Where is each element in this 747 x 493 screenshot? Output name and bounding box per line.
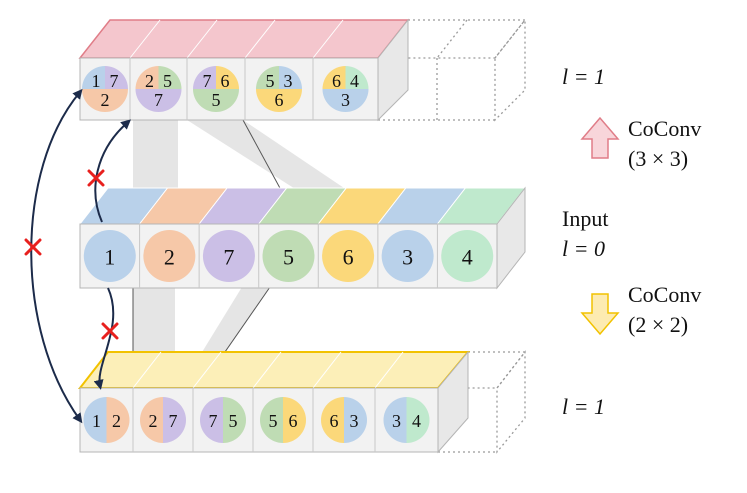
bottom-layer-top-face [77, 351, 471, 389]
bottom-layer-front-face [79, 387, 439, 453]
top-cell-label: 5 [212, 90, 221, 110]
input-node-label: 2 [164, 245, 175, 270]
cross-marks [24, 169, 119, 340]
arrow-input-to-bottom [93, 287, 115, 390]
input-node-label: 3 [402, 245, 413, 270]
down-arrow-icon [580, 293, 620, 336]
up-arrow-icon [580, 116, 620, 159]
top-cell-label: 2 [145, 71, 154, 91]
top-layer-top-face [78, 19, 410, 59]
bottom-kernel-label: (2 × 2) [628, 312, 688, 337]
top-cell-label: 5 [163, 71, 172, 91]
top-cell-label: 6 [275, 90, 284, 110]
top-cell-label: 7 [154, 90, 163, 110]
top-cell-label: 7 [203, 71, 212, 91]
cross-icon [87, 169, 105, 187]
bottom-cell-label: 7 [169, 411, 178, 431]
top-cell-label: 4 [350, 71, 359, 91]
bottom-cell-label: 7 [209, 411, 218, 431]
input-layer: 1 2 7 5 6 3 4 [78, 186, 527, 290]
input-node [322, 230, 375, 282]
receptive-field-arrows [30, 88, 132, 424]
bottom-cell-label: 6 [289, 411, 298, 431]
input-label: Input [562, 206, 608, 231]
bottom-layer-dotted-extension [436, 350, 527, 454]
input-node-label: 7 [223, 245, 234, 270]
input-node-label: 6 [343, 245, 354, 270]
top-op-label: CoConv [628, 116, 701, 141]
top-layer-dotted-extension [376, 18, 527, 122]
bottom-cell-label: 3 [392, 411, 401, 431]
input-layer-index-label: l = 0 [562, 236, 605, 261]
bottom-cell-label: 6 [330, 411, 339, 431]
bottom-cell-label: 5 [229, 411, 238, 431]
input-node [83, 230, 136, 282]
bottom-cell-label: 2 [112, 411, 121, 431]
bottom-cell-label: 3 [350, 411, 359, 431]
input-node [262, 230, 315, 282]
input-node-label: 4 [462, 245, 473, 270]
top-kernel-label: (3 × 3) [628, 146, 688, 171]
input-node [143, 230, 196, 282]
band-top-to-input-left [133, 120, 178, 192]
bottom-cell-label: 2 [149, 411, 158, 431]
labels: l = 1 CoConv (3 × 3) Input l = 0 CoConv … [562, 64, 701, 419]
top-cell-label: 3 [284, 71, 293, 91]
top-layer-index-label: l = 1 [562, 64, 605, 89]
input-node-label: 5 [283, 245, 294, 270]
top-cell-label: 6 [332, 71, 341, 91]
top-layer-top-face-dividers [129, 19, 344, 59]
input-node [202, 230, 255, 282]
bottom-op-label: CoConv [628, 282, 701, 307]
bottom-cell-label: 4 [412, 411, 421, 431]
input-node-label: 1 [104, 245, 115, 270]
top-cell-label: 2 [101, 90, 110, 110]
top-cell-label: 3 [341, 90, 350, 110]
top-cell-label: 5 [266, 71, 275, 91]
long-arrow-top-to-bottom [30, 88, 83, 424]
bottom-layer-top-face-dividers [132, 351, 404, 389]
top-cell-label: 1 [92, 71, 101, 91]
cross-icon [24, 238, 42, 256]
input-node [381, 230, 434, 282]
bottom-cell-label: 1 [92, 411, 101, 431]
top-cell-label: 6 [221, 71, 230, 91]
top-cell-label: 7 [110, 71, 119, 91]
bottom-cell-label: 5 [269, 411, 278, 431]
bottom-layer-index-label: l = 1 [562, 394, 605, 419]
band-top-to-input-right [187, 120, 350, 192]
cross-icon [101, 322, 119, 340]
arrow-input-to-top [94, 119, 132, 223]
input-node [441, 230, 494, 282]
